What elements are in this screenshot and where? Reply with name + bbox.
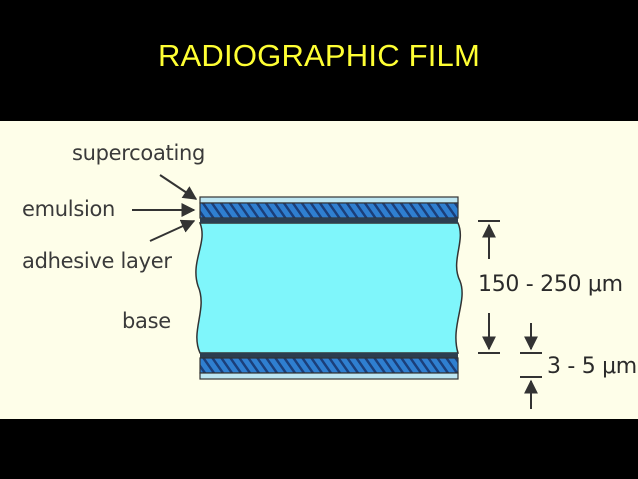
top-emulsion-layer xyxy=(199,202,459,219)
label-base: base xyxy=(122,309,171,333)
bottom-emulsion-layer xyxy=(199,357,459,374)
top-adhesive-layer xyxy=(200,218,458,223)
label-adhesive-layer: adhesive layer xyxy=(22,249,172,273)
emulsion-thickness-label: 3 - 5 μm xyxy=(547,354,637,379)
top-supercoating xyxy=(199,196,459,204)
film-cross-section-diagram xyxy=(132,174,542,409)
label-supercoating: supercoating xyxy=(72,141,206,165)
slide-title: RADIOGRAPHIC FILM xyxy=(157,38,481,73)
base-thickness-label: 150 - 250 μm xyxy=(478,272,623,297)
label-emulsion: emulsion xyxy=(22,197,116,221)
base-layer xyxy=(195,222,463,354)
bottom-adhesive-layer xyxy=(200,353,458,358)
adhesive-arrow xyxy=(149,219,196,242)
supercoating-arrow xyxy=(159,174,198,200)
bottom-supercoating xyxy=(199,372,459,380)
diagram-panel: supercoating emulsion adhesive layer bas… xyxy=(0,121,638,419)
